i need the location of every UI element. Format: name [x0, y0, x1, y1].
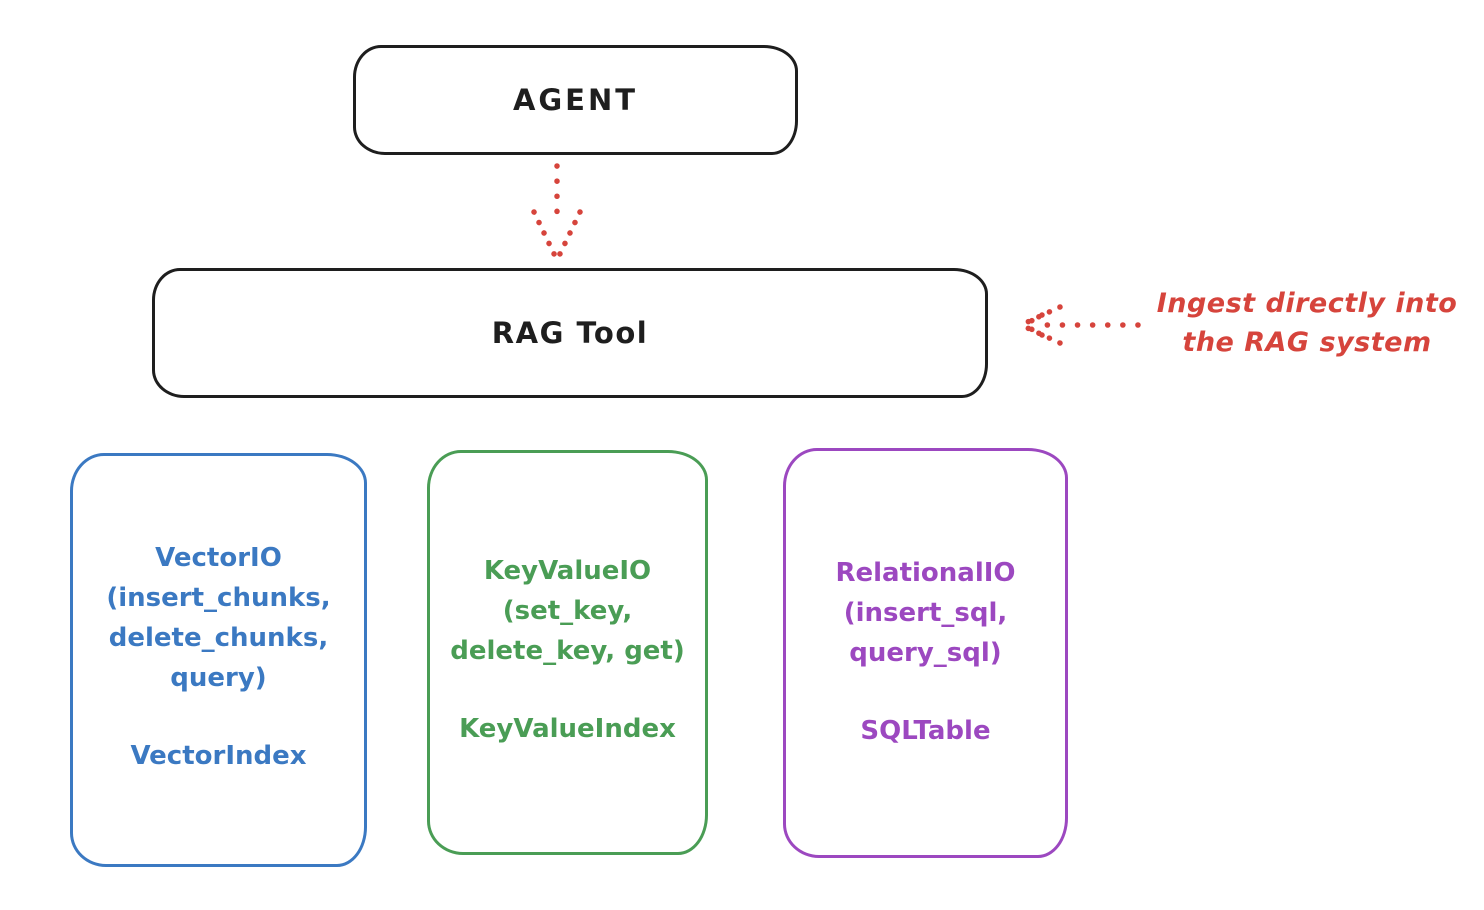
- ingest-annotation-line1: Ingest directly into: [1156, 288, 1458, 319]
- relational-io-param-line: (insert_sql,: [843, 598, 1008, 628]
- relational-io-param-line: query_sql): [849, 638, 1002, 668]
- relational-io-node: RelationalIO (insert_sql, query_sql) SQL…: [783, 448, 1068, 858]
- vector-io-param-line: (insert_chunks,: [106, 583, 331, 613]
- sql-table-label: SQLTable: [860, 716, 991, 746]
- vector-index-label: VectorIndex: [130, 741, 307, 771]
- keyvalue-io-param-line: (set_key,: [502, 596, 633, 626]
- ingest-annotation: Ingest directly into the RAG system: [1133, 284, 1481, 362]
- relational-io-title: RelationalIO: [835, 558, 1016, 588]
- rag-tool-node: RAG Tool: [152, 268, 988, 398]
- keyvalue-io-param-line: delete_key, get): [450, 636, 685, 666]
- dotted-arrow-left-icon: [1018, 304, 1141, 346]
- keyvalue-io-title: KeyValueIO: [483, 556, 652, 586]
- agent-node: AGENT: [353, 45, 798, 155]
- keyvalue-io-node: KeyValueIO (set_key, delete_key, get) Ke…: [427, 450, 708, 855]
- keyvalue-index-label: KeyValueIndex: [459, 714, 676, 744]
- ingest-annotation-line2: the RAG system: [1182, 327, 1432, 358]
- vector-io-param-line: delete_chunks,: [108, 623, 329, 653]
- rag-tool-node-label: RAG Tool: [491, 316, 649, 350]
- vector-io-param-line: query): [170, 663, 267, 693]
- vector-io-node: VectorIO (insert_chunks, delete_chunks, …: [70, 453, 367, 867]
- agent-node-label: AGENT: [512, 83, 639, 117]
- dotted-arrow-down-icon: [531, 163, 583, 261]
- vector-io-title: VectorIO: [155, 543, 282, 573]
